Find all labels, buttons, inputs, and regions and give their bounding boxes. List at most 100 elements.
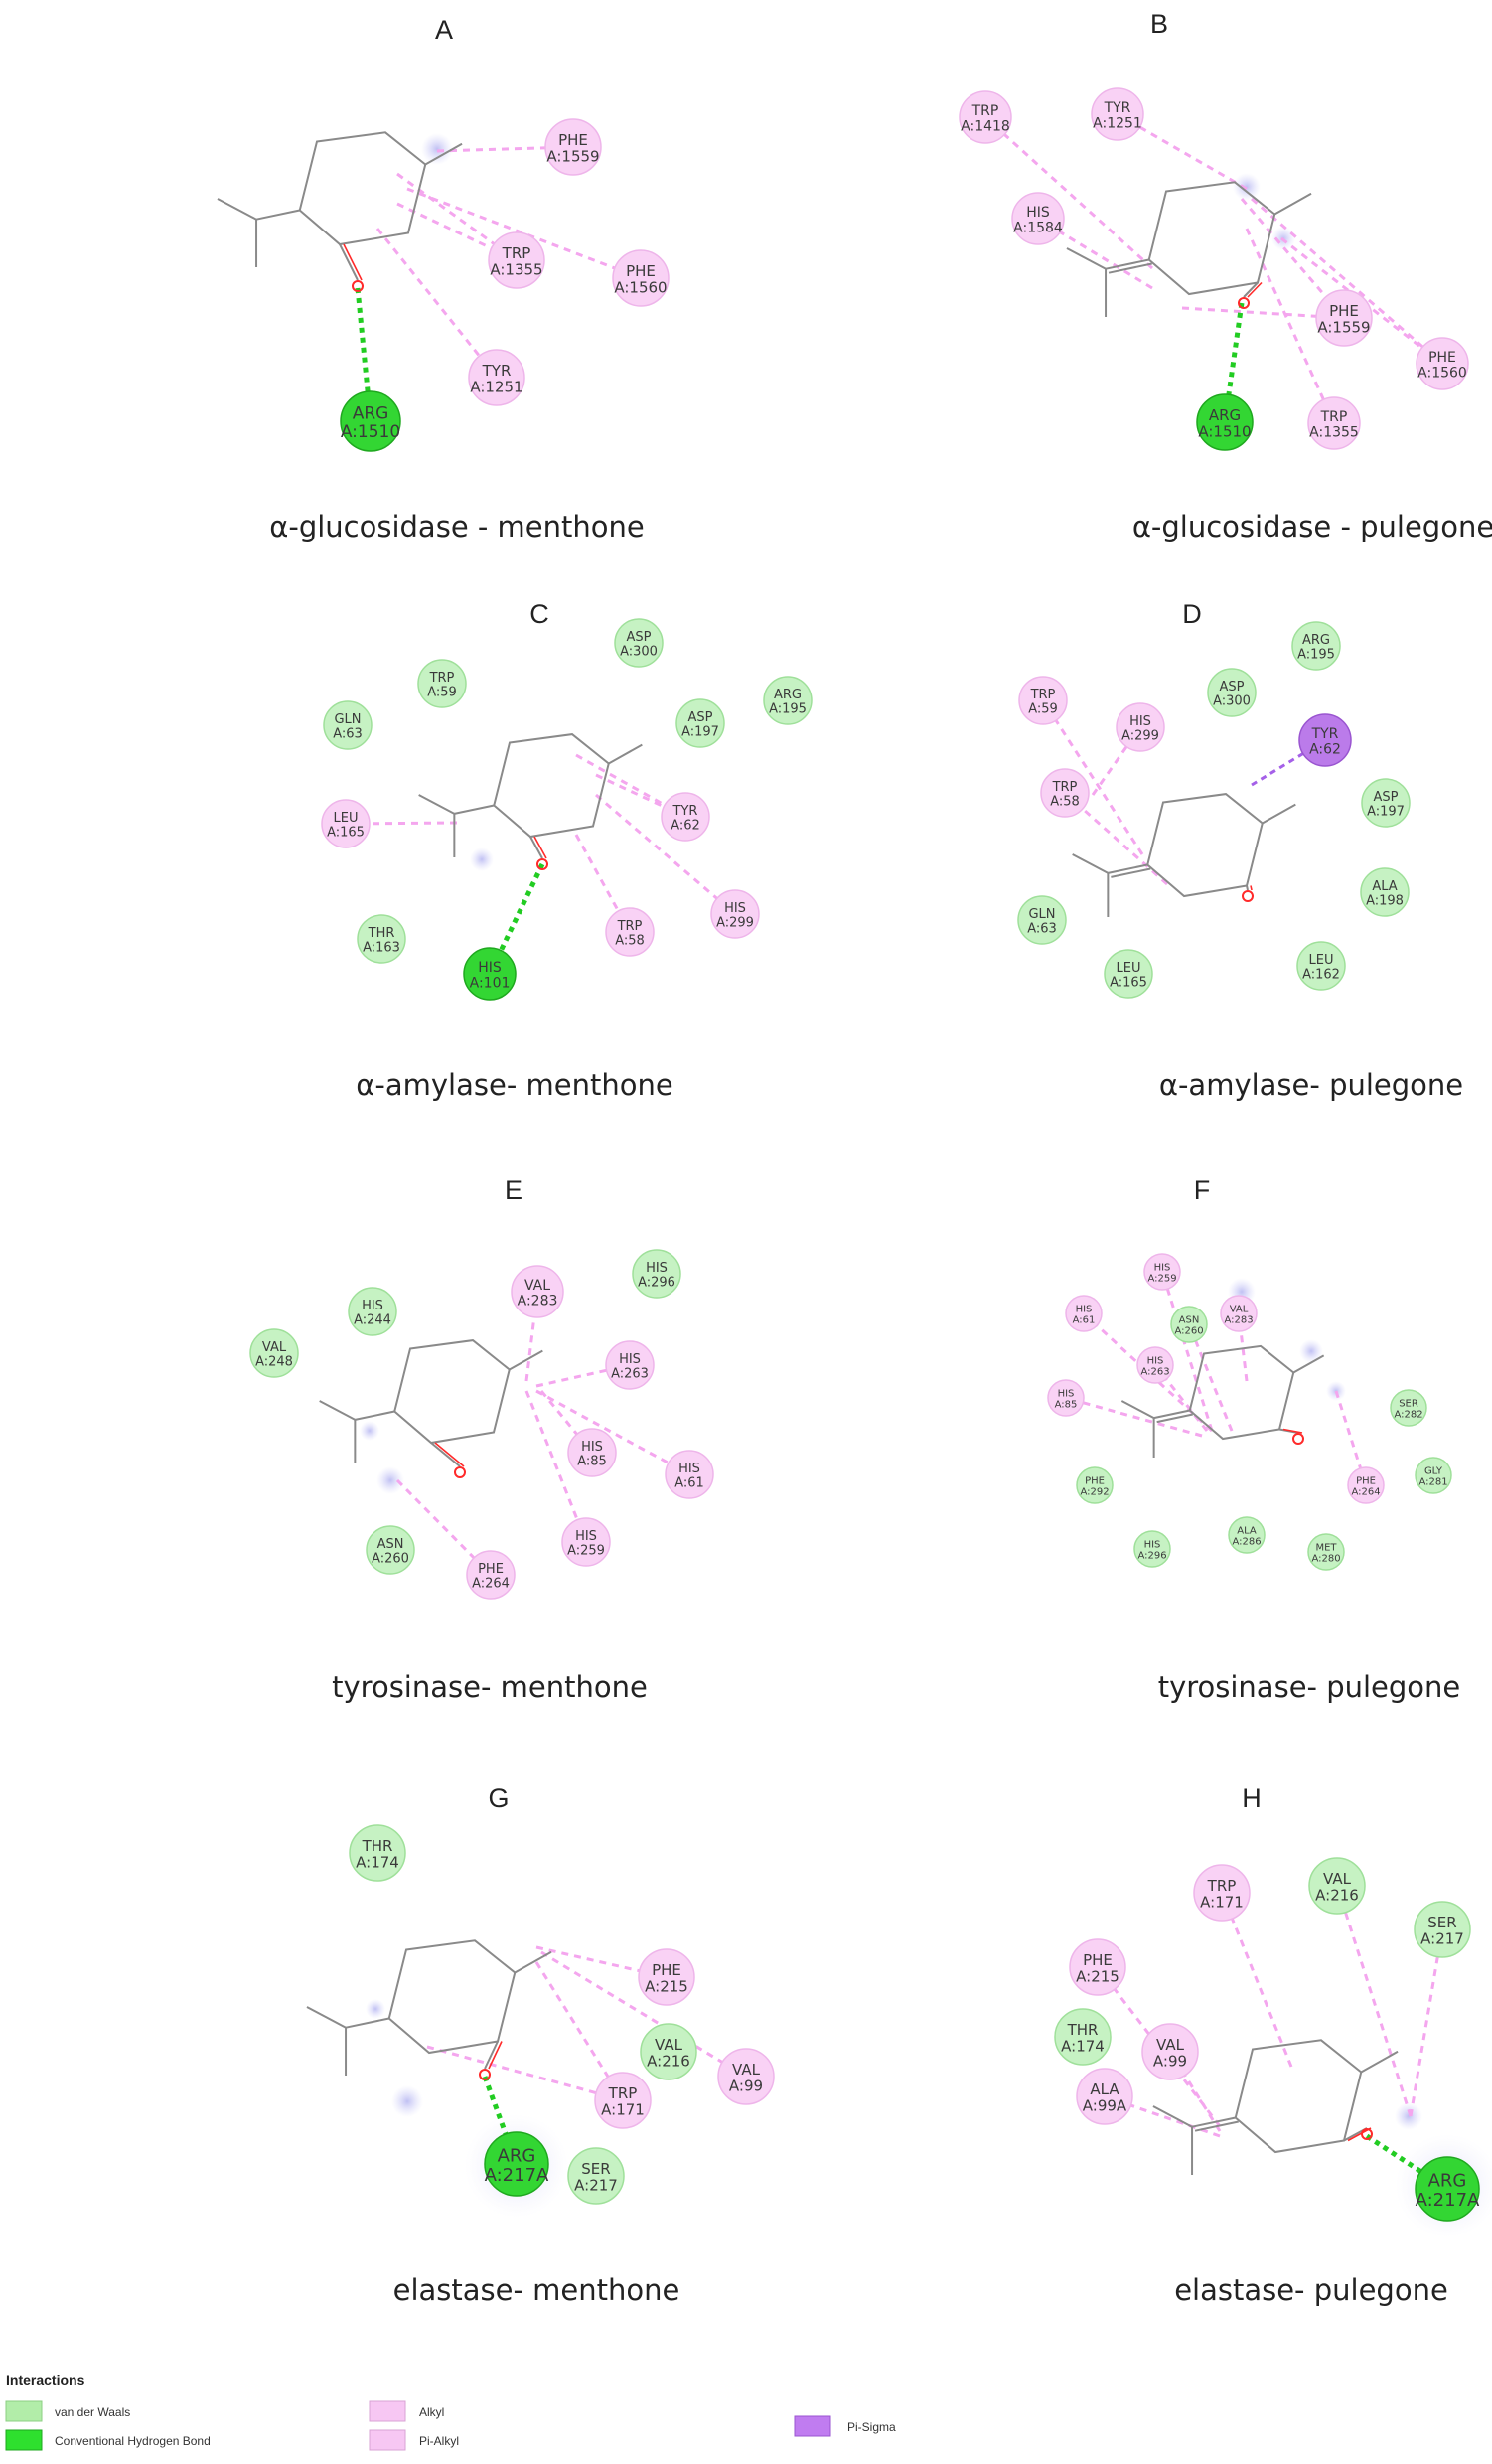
residue-name: HIS — [1026, 205, 1050, 221]
legend-label-alkyl: Alkyl — [419, 2405, 444, 2419]
panel-caption: α-amylase- pulegone — [1159, 1068, 1463, 1102]
alkyl-interaction-line — [1064, 791, 1168, 886]
residue-id: A:1355 — [490, 260, 542, 278]
alkyl-interaction-line — [1335, 1885, 1413, 2117]
interaction-halo — [1395, 2102, 1422, 2130]
residue-circle — [349, 1824, 406, 1882]
alkyl-interaction-line — [1065, 1396, 1203, 1438]
residue-name: HIS — [1076, 1305, 1093, 1315]
residue-circle — [1141, 2023, 1199, 2080]
residue-circle — [605, 1340, 655, 1390]
residue-name: VAL — [1230, 1305, 1249, 1315]
residue-name: VAL — [262, 1340, 287, 1355]
residue-id: A:299 — [716, 915, 754, 930]
residue-circle — [1361, 778, 1411, 828]
residue-name: ASN — [377, 1537, 404, 1552]
residue-name: HIS — [646, 1261, 668, 1276]
residue-name: HIS — [1058, 1389, 1075, 1400]
residue-id: A:163 — [363, 940, 400, 955]
residue-name: THR — [1067, 2021, 1099, 2039]
alkyl-interaction-line — [1160, 1271, 1214, 1432]
residue-circle — [561, 1517, 611, 1567]
oxygen-atom — [479, 2069, 491, 2080]
residue-name: VAL — [524, 1278, 550, 1294]
residue-circle — [567, 1428, 617, 1477]
residue-id: A:195 — [1297, 647, 1335, 662]
residue-name: TRP — [971, 103, 999, 119]
alkyl-interaction-line — [540, 1950, 747, 2079]
interaction-halo — [421, 133, 453, 165]
residue-name: TYR — [672, 804, 698, 819]
residue-name: GLN — [334, 712, 361, 727]
residue-name: TRP — [617, 919, 643, 934]
panel-c: ASPA:300TRPA:59GLNA:63ASPA:197ARGA:195LE… — [321, 599, 813, 1102]
residue-id: A:282 — [1394, 1410, 1422, 1421]
pulegone-ligand — [1072, 793, 1296, 917]
alkyl-interaction-line — [436, 145, 574, 153]
panel-caption: α-glucosidase - pulegone — [1132, 510, 1492, 543]
residue-id: A:1560 — [1417, 365, 1467, 381]
residue-id: A:248 — [255, 1354, 293, 1369]
residue-id: A:162 — [1302, 967, 1340, 982]
residue-name: TYR — [1104, 100, 1131, 116]
pi-sigma-line — [1251, 738, 1326, 787]
panel-label: G — [488, 1783, 509, 1813]
residue-name: ARG — [353, 403, 389, 423]
residue-circle — [340, 390, 401, 452]
residue-id: A:59 — [427, 685, 457, 699]
residue-circle — [1315, 289, 1373, 347]
menthone-ligand — [319, 1339, 543, 1478]
residue-circle — [468, 349, 525, 406]
residue-name: HIS — [619, 1352, 641, 1367]
residue-id: A:61 — [1073, 1315, 1096, 1326]
oxygen-atom — [1242, 890, 1254, 902]
panel-caption: elastase- pulegone — [1174, 2273, 1448, 2307]
residue-circle — [249, 1328, 299, 1378]
residue-circle — [1207, 668, 1257, 717]
panel-caption: tyrosinase- menthone — [332, 1670, 648, 1704]
residue-circle — [1193, 1864, 1251, 1922]
residue-name: ARG — [774, 688, 802, 702]
menthone-ligand — [217, 131, 463, 292]
residue-circle — [1143, 1253, 1181, 1291]
residue-id: A:1584 — [1013, 220, 1063, 235]
residue-circle — [594, 2072, 652, 2129]
residue-id: A:216 — [1315, 1886, 1359, 1904]
residue-circle — [640, 2023, 697, 2080]
residue-id: A:101 — [470, 975, 511, 991]
legend-swatch-vdw — [5, 2400, 43, 2422]
residue-name: ASP — [688, 710, 713, 725]
oxygen-atom — [1292, 1433, 1304, 1445]
residue-id: A:215 — [645, 1977, 688, 1995]
alkyl-interaction-line — [426, 2045, 624, 2102]
residue-id: A:58 — [615, 933, 645, 948]
residue-circle — [1220, 1295, 1258, 1332]
residue-name: ARG — [1302, 633, 1330, 648]
alkyl-interaction-line — [1409, 1928, 1444, 2117]
panel-caption: α-glucosidase - menthone — [269, 510, 645, 543]
residue-id: A:198 — [1366, 893, 1404, 908]
